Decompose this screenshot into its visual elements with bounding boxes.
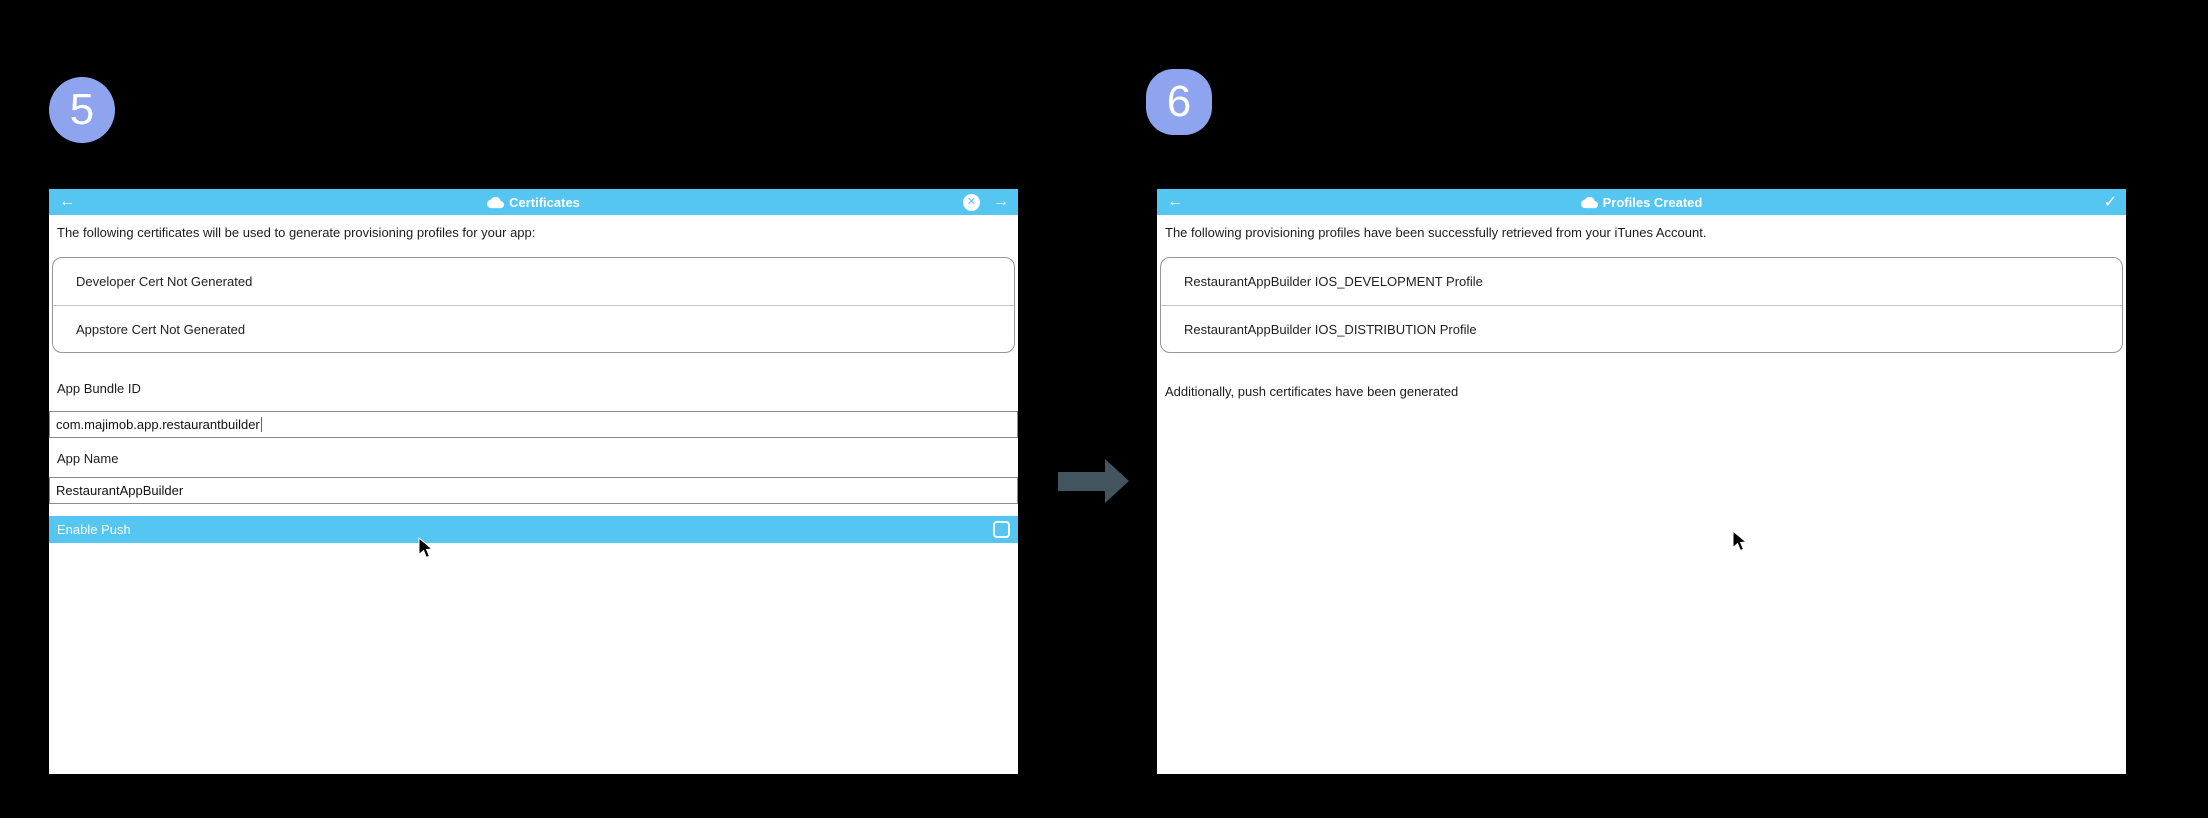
profiles-title-wrap: Profiles Created: [1157, 189, 2126, 215]
profiles-titlebar: ← Profiles Created ✓: [1157, 189, 2126, 215]
back-arrow-icon[interactable]: ←: [59, 193, 75, 210]
app-name-value: RestaurantAppBuilder: [56, 483, 184, 498]
list-item-developer-cert[interactable]: Developer Cert Not Generated: [76, 274, 253, 289]
text-caret: [260, 417, 262, 432]
certificates-window: ← Certificates ✕ → The following certifi…: [49, 189, 1018, 774]
enable-push-row[interactable]: Enable Push: [49, 516, 1018, 543]
certificates-title-wrap: Certificates: [49, 189, 1018, 215]
push-certificates-note: Additionally, push certificates have bee…: [1165, 384, 1459, 399]
mouse-cursor: [418, 537, 434, 559]
profiles-created-window: ← Profiles Created ✓ The following provi…: [1157, 189, 2126, 774]
close-icon[interactable]: ✕: [963, 193, 980, 211]
app-bundle-id-label: App Bundle ID: [57, 381, 141, 396]
cloud-icon: [1580, 196, 1598, 208]
enable-push-checkbox[interactable]: [993, 521, 1010, 538]
list-item-appstore-cert[interactable]: Appstore Cert Not Generated: [53, 305, 1014, 352]
step-badge-6: 6: [1146, 69, 1212, 135]
window-title: Certificates: [509, 194, 580, 210]
certificates-titlebar: ← Certificates ✕ →: [49, 189, 1018, 215]
enable-push-label: Enable Push: [57, 522, 131, 537]
app-bundle-id-input[interactable]: com.majimob.app.restaurantbuilder: [49, 411, 1018, 438]
profiles-list: RestaurantAppBuilder IOS_DEVELOPMENT Pro…: [1160, 257, 2123, 353]
step-badge-5: 5: [49, 77, 115, 143]
cloud-icon: [487, 196, 505, 208]
profiles-intro-text: The following provisioning profiles have…: [1165, 225, 1707, 240]
certificates-list: Developer Cert Not Generated Appstore Ce…: [52, 257, 1015, 353]
app-name-label: App Name: [57, 451, 119, 466]
forward-arrow-icon[interactable]: →: [993, 193, 1009, 210]
mouse-cursor: [1732, 530, 1748, 552]
window-title: Profiles Created: [1602, 194, 1703, 210]
app-bundle-id-value: com.majimob.app.restaurantbuilder: [56, 417, 260, 432]
back-arrow-icon[interactable]: ←: [1167, 193, 1183, 210]
certificates-intro-text: The following certificates will be used …: [57, 225, 536, 240]
confirm-check-icon[interactable]: ✓: [2103, 194, 2117, 211]
transition-arrow-icon: [1058, 459, 1129, 503]
app-name-input[interactable]: RestaurantAppBuilder: [49, 477, 1018, 504]
list-item-development-profile[interactable]: RestaurantAppBuilder IOS_DEVELOPMENT Pro…: [1184, 274, 1483, 289]
list-item-distribution-profile[interactable]: RestaurantAppBuilder IOS_DISTRIBUTION Pr…: [1161, 305, 2122, 352]
